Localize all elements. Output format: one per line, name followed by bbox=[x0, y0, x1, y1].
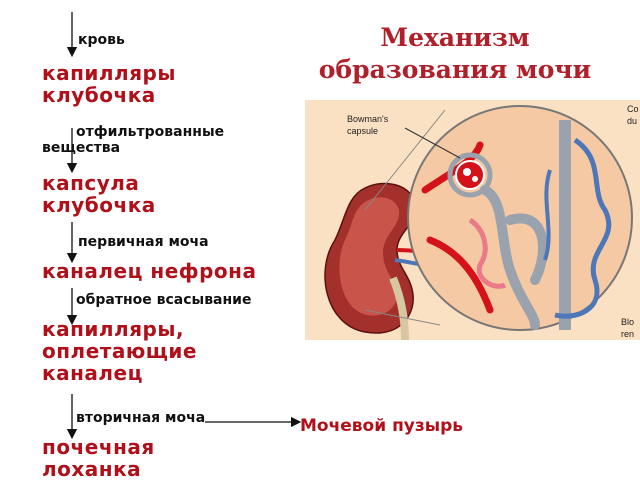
top-right-label-2: du bbox=[627, 116, 637, 126]
glomerulus bbox=[455, 160, 485, 190]
flow-step-reabsorption: обратное всасывание bbox=[76, 292, 252, 308]
peritubular-vein bbox=[554, 137, 612, 319]
bowman-capsule-label-1: Bowman's bbox=[347, 114, 389, 124]
bottom-right-label-2: ren bbox=[621, 329, 634, 339]
ureter bbox=[389, 276, 409, 340]
flow-step-primary-urine: первичная моча bbox=[78, 234, 209, 250]
flow-step-peritubular-capillaries: капилляры, оплетающие каналец bbox=[42, 317, 197, 385]
flow-step-blood: кровь bbox=[78, 32, 125, 48]
top-right-label-1: Co bbox=[627, 104, 639, 114]
flow-step-glomerulus-capillaries: капилляры клубочка bbox=[42, 61, 176, 107]
page-title: Механизм образования мочи bbox=[318, 23, 592, 84]
bottom-right-label-1: Blo bbox=[621, 317, 634, 327]
flow-step-nephron-tubule: каналец нефрона bbox=[42, 259, 257, 283]
kidney-cortex bbox=[339, 197, 400, 316]
nephron-figure: Bowman's capsule Co du Blo ren bbox=[305, 100, 640, 340]
flow-step-renal-pelvis: почечная лоханка bbox=[42, 435, 155, 481]
nephron-tubule bbox=[480, 185, 548, 330]
bowman-capsule bbox=[447, 152, 493, 198]
flow-step-glomerular-capsule: капсула клубочка bbox=[42, 171, 156, 217]
bowman-capsule-label-2: capsule bbox=[347, 126, 378, 136]
bladder-label: Мочевой пузырь bbox=[300, 416, 464, 436]
flow-step-filtered-substances: отфильтрованные вещества bbox=[42, 124, 225, 156]
flow-step-secondary-urine: вторичная моча bbox=[76, 410, 206, 426]
